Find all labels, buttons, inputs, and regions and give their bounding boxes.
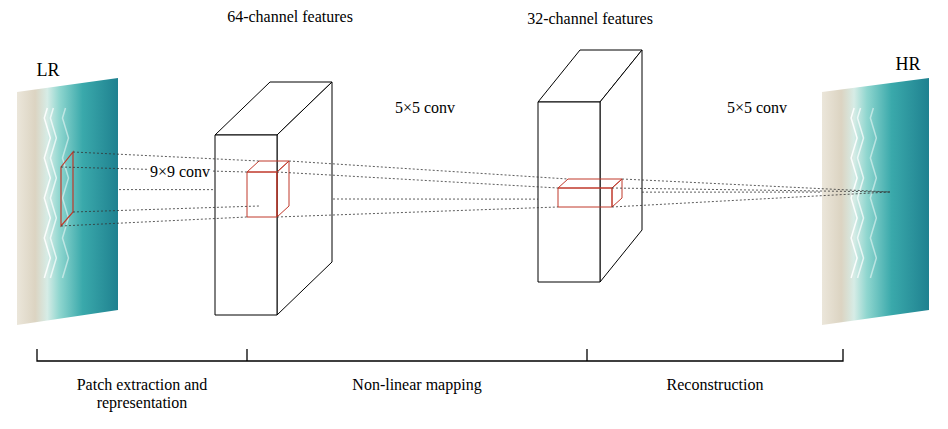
wave-streak: [870, 108, 876, 278]
feature-block-face: [538, 102, 600, 282]
projection-connector: [642, 192, 822, 193]
kernel-cube: [558, 188, 612, 207]
wave-streak: [62, 108, 68, 278]
image-node: HR: [822, 78, 930, 326]
wave-streak: [44, 108, 50, 278]
bracket-tick: [246, 349, 247, 361]
wave-streak: [851, 108, 857, 278]
node-heading: 64-channel features: [227, 8, 353, 25]
kernel-cube: [612, 179, 622, 207]
conv-label: 9×9 conv: [147, 163, 213, 180]
feature-block-face: [277, 82, 332, 315]
image-photo: [822, 78, 929, 325]
feature-block: 32-channel features: [538, 50, 642, 283]
wave-streak: [50, 108, 56, 278]
feature-block-face: [215, 135, 277, 315]
node-heading: LR: [36, 60, 59, 80]
node-heading: HR: [895, 54, 920, 74]
node-outline: [215, 82, 333, 316]
image-node: LR: [17, 78, 119, 326]
projection-connector: [333, 199, 538, 200]
kernel-cube: [558, 179, 622, 188]
bracket: [37, 349, 843, 361]
conv-label: 5×5 conv: [392, 99, 458, 116]
node-outline: [17, 78, 119, 326]
image-photo: [17, 78, 118, 325]
stage-label: Patch extraction and representation: [77, 376, 208, 411]
projection-connector: [119, 189, 215, 190]
stage-label: Reconstruction: [667, 376, 764, 393]
patch-outline: [61, 152, 73, 226]
wave-streak: [858, 108, 864, 278]
conv-label: 5×5 conv: [724, 99, 790, 116]
stage-label: Non-linear mapping: [352, 376, 481, 393]
bracket-tick: [586, 349, 587, 361]
node-outline: [538, 50, 642, 283]
kernel-cube: [277, 161, 289, 217]
node-outline: [822, 78, 930, 326]
kernel-cube: [247, 172, 277, 217]
feature-block: 64-channel features: [215, 82, 333, 316]
feature-block-face: [600, 50, 642, 282]
node-heading: 32-channel features: [527, 10, 653, 27]
